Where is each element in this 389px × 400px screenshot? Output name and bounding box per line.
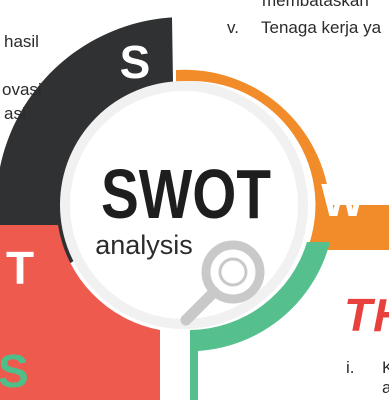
opportunity-item-i-line2: a: [382, 378, 389, 397]
left-fragment-3: asi: [4, 104, 26, 123]
left-fragment-1: hasil: [4, 32, 39, 51]
segment-t: [0, 225, 160, 400]
segment-w-letter: W: [321, 174, 365, 226]
segment-o-letter: O: [207, 354, 243, 400]
weakness-item-v: v. Tenaga kerja ya: [227, 18, 381, 38]
left-fragment-2: ovasi: [2, 80, 42, 99]
center-title: SWOT: [101, 155, 271, 233]
opportunity-item-i-numeral: i.: [346, 358, 355, 377]
segment-o: [190, 242, 330, 400]
opportunity-item-i-text-1: K: [382, 358, 389, 377]
strength-heading-letter: S: [0, 345, 29, 397]
weakness-item-v-text: Tenaga kerja ya: [261, 18, 382, 37]
weakness-line-top: membataskan: [262, 0, 369, 10]
segment-t-letter: T: [6, 242, 34, 294]
magnifier-icon: [180, 240, 265, 326]
opportunity-item-i: i. K: [346, 358, 389, 378]
segment-w: [176, 69, 389, 250]
threat-heading: TH: [344, 289, 389, 341]
center-subtitle: analysis: [95, 230, 193, 260]
segment-s-letter: S: [120, 36, 151, 88]
weakness-item-v-numeral: v.: [227, 18, 239, 37]
